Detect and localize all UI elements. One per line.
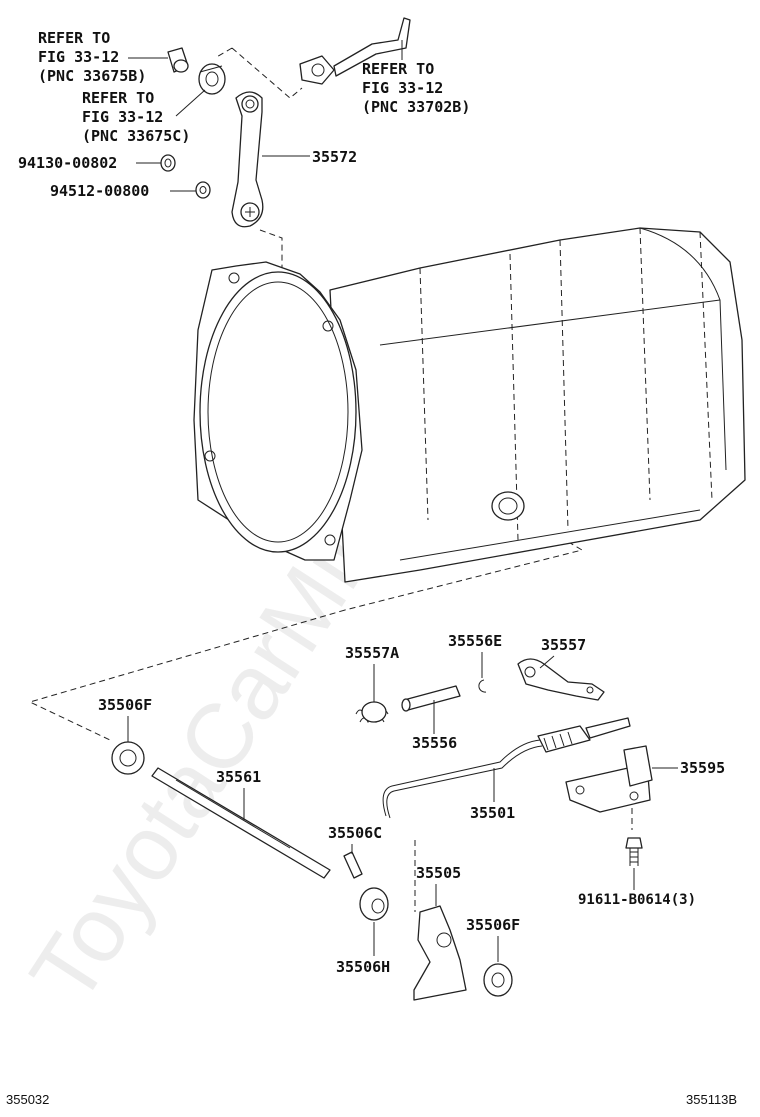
part-label-35501[interactable]: 35501: [470, 804, 515, 822]
shift-cable-end[interactable]: [299, 17, 411, 85]
detent-plate-35505[interactable]: [413, 905, 467, 1001]
part-label-35561[interactable]: 35561: [216, 768, 261, 786]
part-label-91611-b0614[interactable]: 91611-B0614(3): [578, 892, 696, 908]
ref-line: FIG 33-12: [38, 48, 119, 66]
ref-note-33702b: REFER TO FIG 33-12 (PNC 33702B): [362, 60, 470, 116]
ref-line: (PNC 33702B): [362, 98, 470, 116]
part-label-35506c[interactable]: 35506C: [328, 824, 382, 842]
bushing-35506h[interactable]: [359, 887, 389, 921]
oil-seal-35506f-left[interactable]: [111, 741, 145, 775]
transmission-case: [193, 227, 746, 583]
ref-line: REFER TO: [362, 60, 434, 78]
grommet-33675c[interactable]: [198, 63, 226, 95]
ref-line: (PNC 33675C): [82, 127, 190, 145]
part-label-35506h[interactable]: 35506H: [336, 958, 390, 976]
part-label-35506f-left[interactable]: 35506F: [98, 696, 152, 714]
pin-35556[interactable]: [401, 685, 461, 712]
oil-seal-35506f-right[interactable]: [483, 963, 513, 997]
part-label-94512-00800[interactable]: 94512-00800: [50, 182, 149, 200]
part-label-35595[interactable]: 35595: [680, 759, 725, 777]
bolt-91611-b0614[interactable]: [625, 837, 643, 866]
bushing-33675b[interactable]: [167, 47, 189, 73]
part-label-35556e[interactable]: 35556E: [448, 632, 502, 650]
ref-line: FIG 33-12: [82, 108, 163, 126]
leader-line: [175, 89, 206, 117]
spring-35557a[interactable]: [355, 701, 389, 724]
part-label-94130-00802[interactable]: 94130-00802: [18, 154, 117, 172]
ref-note-33675c: REFER TO FIG 33-12 (PNC 33675C): [82, 89, 190, 145]
detent-lever-35557[interactable]: [517, 658, 605, 701]
ref-line: (PNC 33675B): [38, 67, 146, 85]
ref-note-33675b: REFER TO FIG 33-12 (PNC 33675B): [38, 29, 146, 85]
part-label-35572[interactable]: 35572: [312, 148, 357, 166]
spring-pin-35506c[interactable]: [343, 851, 363, 879]
part-label-35556[interactable]: 35556: [412, 734, 457, 752]
control-cable-35501[interactable]: [382, 717, 631, 819]
shift-lever-35572[interactable]: [231, 91, 264, 228]
ref-line: FIG 33-12: [362, 79, 443, 97]
washer-94512-00800[interactable]: [195, 181, 211, 199]
ref-line: REFER TO: [82, 89, 154, 107]
manual-shaft-35561[interactable]: [151, 767, 331, 879]
part-label-35557a[interactable]: 35557A: [345, 644, 399, 662]
e-clip-35556e[interactable]: [478, 679, 487, 693]
part-label-35505[interactable]: 35505: [416, 864, 461, 882]
diagram-code-right: 355113B: [686, 1092, 737, 1107]
nut-94130-00802[interactable]: [160, 154, 176, 172]
ref-line: REFER TO: [38, 29, 110, 47]
linkage-dashed-guide: [214, 47, 584, 611]
cable-bracket-35595[interactable]: [565, 745, 653, 813]
part-label-35557[interactable]: 35557: [541, 636, 586, 654]
diagram-code-left: 355032: [6, 1092, 49, 1107]
lower-dashed-guide: [28, 609, 633, 912]
part-label-35506f-right[interactable]: 35506F: [466, 916, 520, 934]
leader-line: [539, 655, 555, 669]
